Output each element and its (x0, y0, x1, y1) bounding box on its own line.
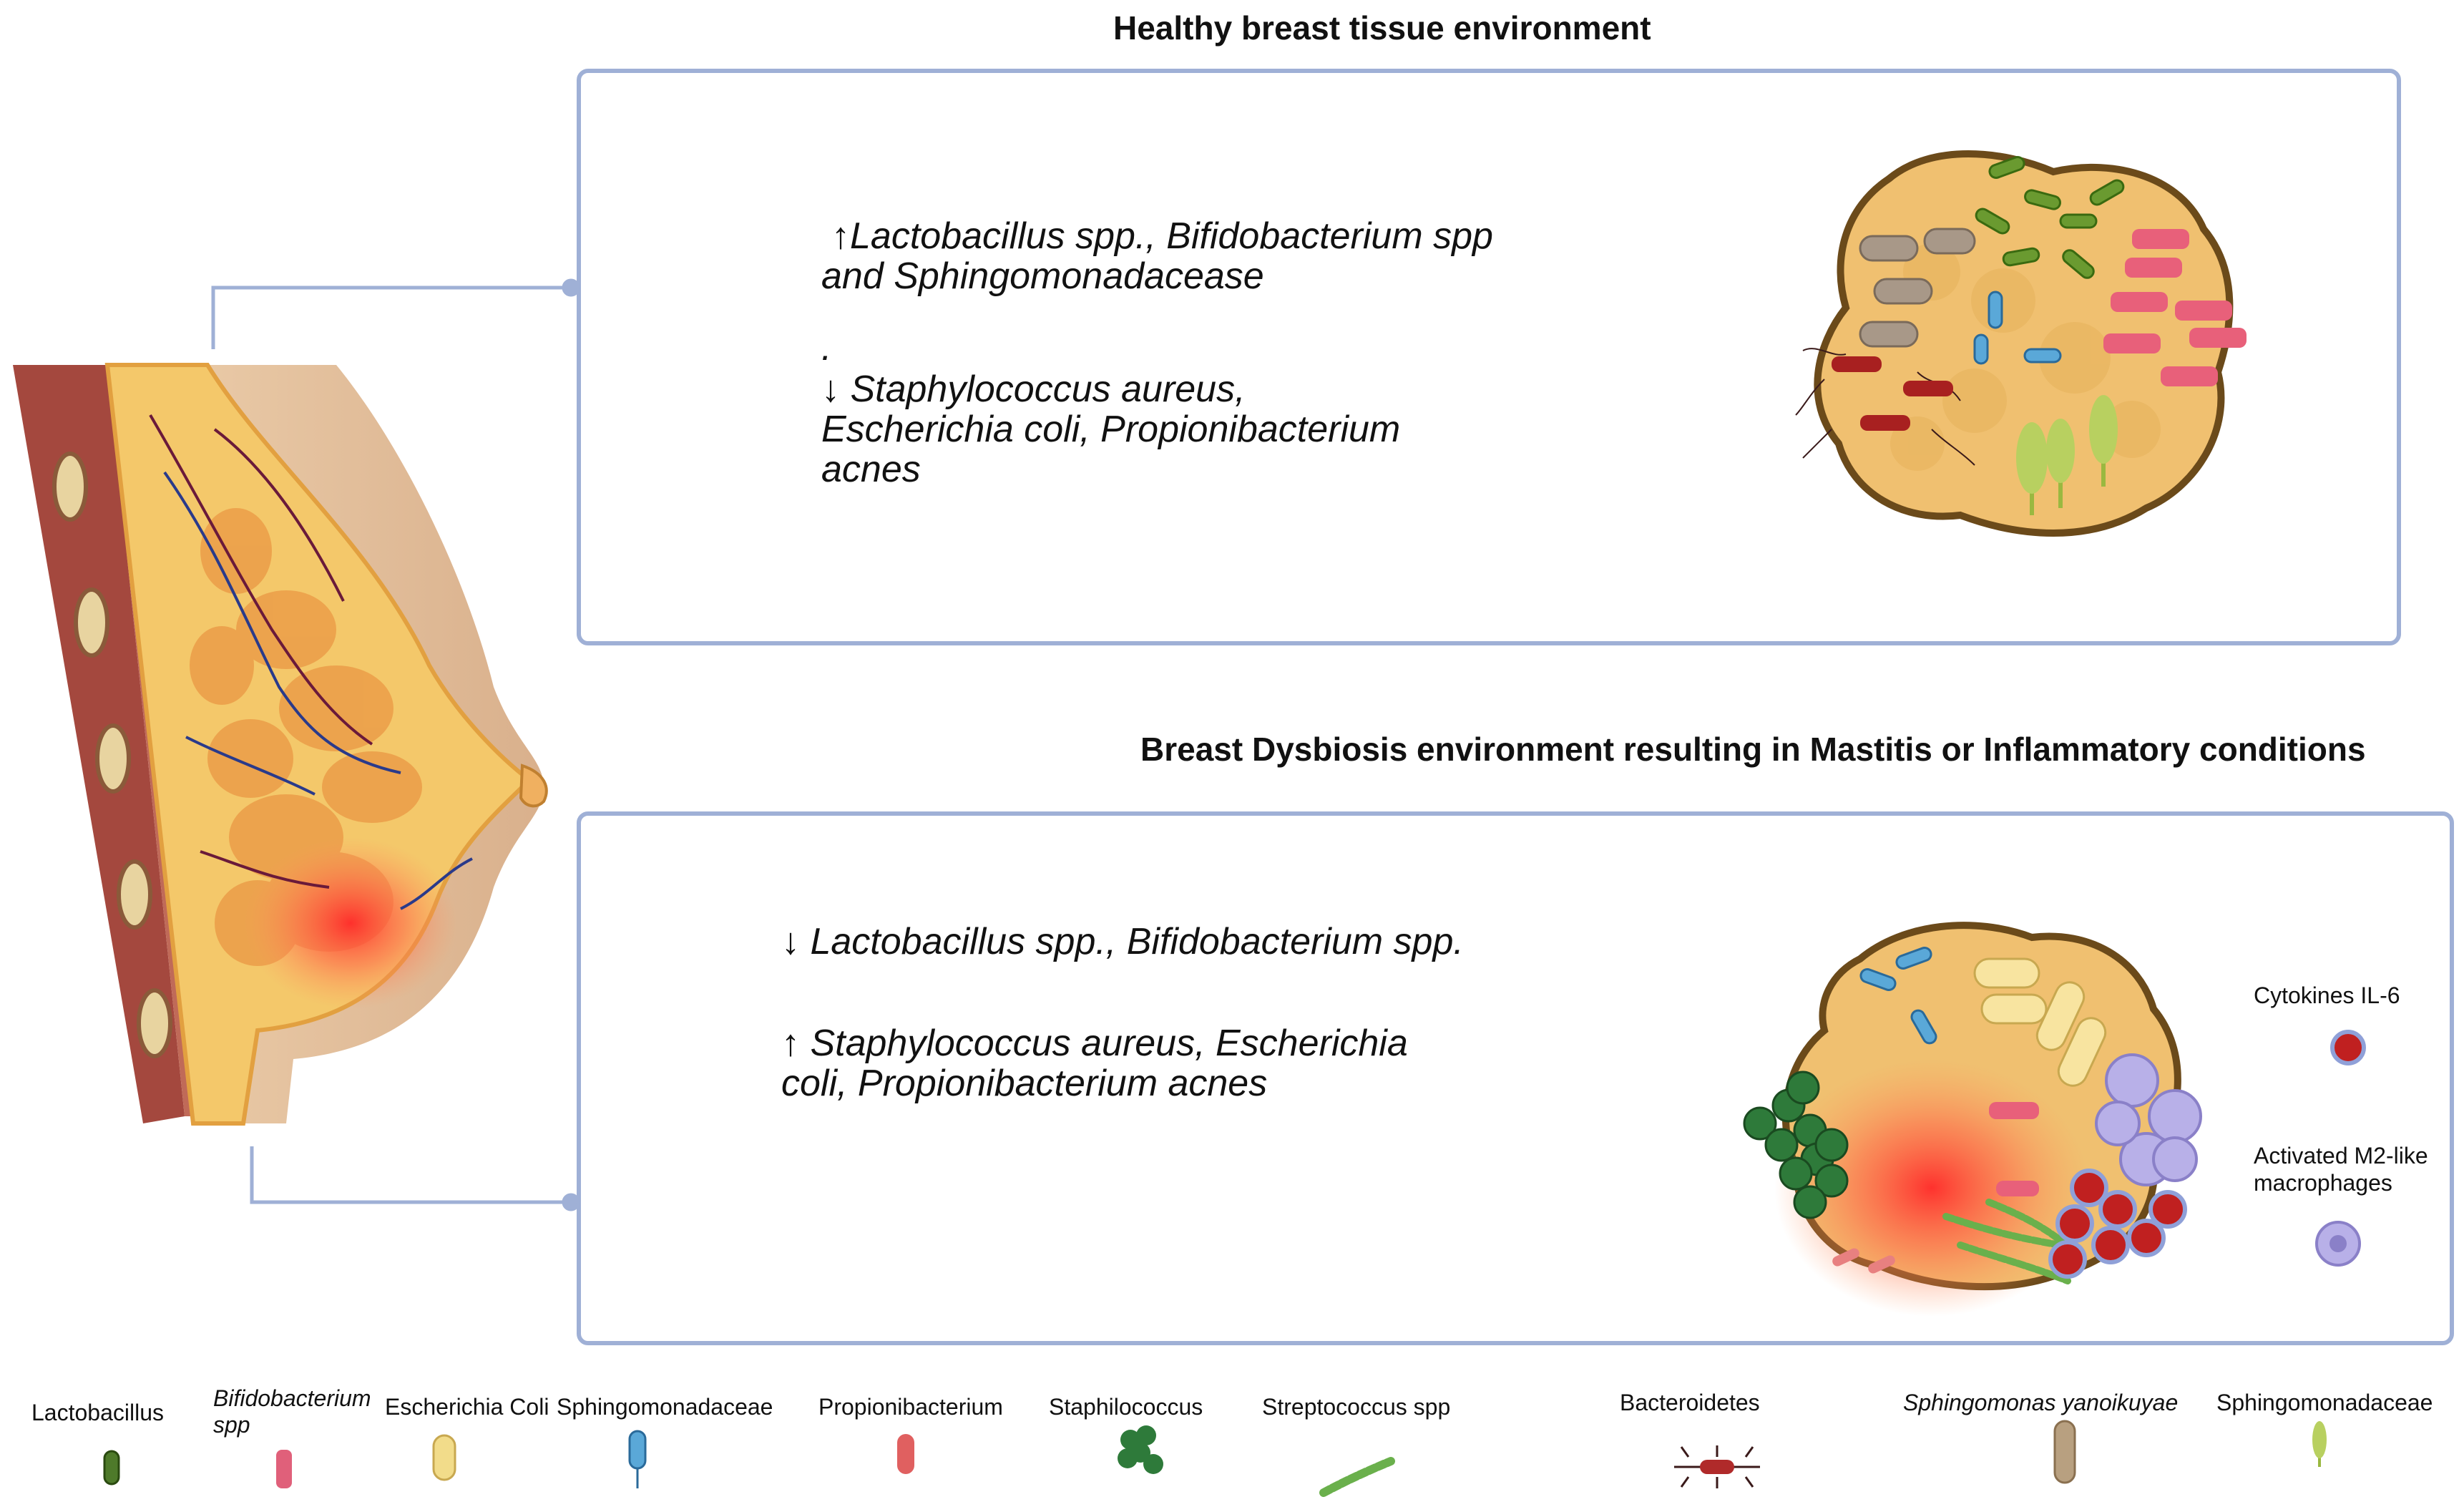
legend-label-bacteroidetes: Bacteroidetes (1620, 1390, 1760, 1415)
legend-label-streptococcus: Streptococcus spp (1262, 1394, 1451, 1420)
legend-label-staphylococcus: Staphilococcus (1049, 1394, 1203, 1420)
healthy-decrease-line1: ↓ Staphylococcus aureus, (821, 369, 1246, 410)
sphingomonadaceae-icon (628, 1430, 647, 1488)
legend-label-sphingomonas-yanoikuyae: Sphingomonas yanoikuyae (1903, 1390, 2179, 1415)
macrophages-label-line2: macrophages (2254, 1170, 2392, 1196)
legend-label-sphingomonadaceae-2: Sphingomonadaceae (2216, 1390, 2433, 1415)
legend-label-escherichia-coli: Escherichia Coli (385, 1394, 549, 1420)
legend-label-propionibacterium: Propionibacterium (818, 1394, 1003, 1420)
macrophage-icon (2315, 1221, 2361, 1267)
dysbiosis-decrease-line1: ↓ Lactobacillus spp., Bifidobacterium sp… (781, 921, 1464, 962)
cytokines-label: Cytokines IL-6 (2254, 982, 2400, 1008)
staphylococcus-icon (1118, 1425, 1163, 1474)
legend-label-sphingomonadaceae: Sphingomonadaceae (557, 1394, 773, 1420)
dysbiosis-tissue-blob (1743, 922, 2202, 1317)
healthy-increase-line2: and Sphingomonadacease (821, 255, 1264, 297)
escherichia-coli-icon (432, 1434, 456, 1481)
dysbiosis-increase-line2: coli, Propionibacterium acnes (781, 1063, 1268, 1104)
healthy-decrease-line2: Escherichia coli, Propionibacterium (821, 409, 1401, 450)
bifidobacterium-icon (276, 1450, 292, 1488)
healthy-tissue-blob (1795, 150, 2247, 537)
streptococcus-icon (1319, 1457, 1395, 1497)
connector-bottom (250, 1146, 580, 1211)
bacteroidetes-icon (1674, 1445, 1760, 1488)
legend-label-lactobacillus: Lactobacillus (31, 1400, 164, 1425)
lactobacillus-icon (103, 1450, 120, 1486)
dysbiosis-increase-line1: ↑ Staphylococcus aureus, Escherichia (781, 1023, 1408, 1064)
connector-top (211, 278, 580, 349)
breast-anatomy-illustration (13, 363, 548, 1126)
healthy-dot: . (821, 327, 832, 369)
dysbiosis-title: Breast Dysbiosis environment resulting i… (1140, 731, 2366, 768)
propionibacterium-icon (897, 1434, 914, 1474)
macrophages-label-line1: Activated M2-like (2254, 1143, 2428, 1169)
healthy-increase-line1: ↑Lactobacillus spp., Bifidobacterium spp (831, 215, 1493, 257)
sphingomonas-yanoikuyae-icon (2053, 1420, 2076, 1484)
healthy-title: Healthy breast tissue environment (1113, 9, 1651, 47)
cytokine-icon (2330, 1030, 2366, 1065)
sphingomonadaceae-moss-icon (2312, 1421, 2327, 1467)
healthy-decrease-line3: acnes (821, 449, 921, 490)
